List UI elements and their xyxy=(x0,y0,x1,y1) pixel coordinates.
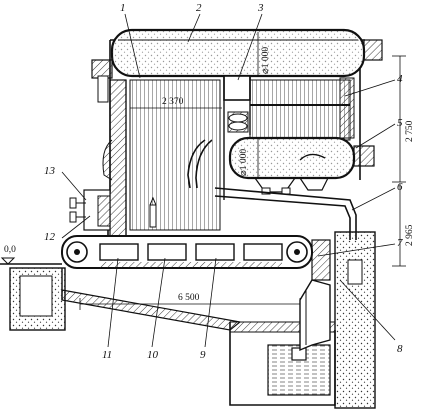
callout-10: 10 xyxy=(147,349,159,361)
rear-foundation xyxy=(334,231,376,409)
callout-8: 8 xyxy=(397,343,403,355)
dim-grate-length: 6 500 xyxy=(178,293,200,303)
furnace-left-wall xyxy=(102,79,127,241)
callout-4: 4 xyxy=(397,73,403,85)
callout-6: 6 xyxy=(397,181,403,193)
dim-height-lower: 2 965 xyxy=(405,224,415,246)
front-ignition-unit xyxy=(69,189,111,231)
callout-9: 9 xyxy=(200,349,206,361)
callout-labels: 1 2 3 4 5 6 7 8 9 10 11 12 13 xyxy=(44,2,403,361)
callout-12: 12 xyxy=(44,231,56,243)
convective-tube-bank xyxy=(249,77,355,141)
callout-1: 1 xyxy=(120,2,126,14)
leader-lines xyxy=(61,13,396,348)
chain-grate xyxy=(61,235,331,281)
ash-hopper xyxy=(61,268,336,406)
dim-furnace-width: 2 370 xyxy=(162,97,184,107)
furnace-tube-bank xyxy=(129,79,221,231)
slag-chute xyxy=(299,279,331,352)
callout-5: 5 xyxy=(397,117,403,129)
left-foundation xyxy=(0,257,66,331)
callout-13: 13 xyxy=(44,165,56,177)
dimension-labels: 2 370 ⌀1 000 ⌀1 000 2 750 2 965 6 500 0,… xyxy=(4,47,415,303)
flue-pipe xyxy=(187,139,357,240)
dim-upper-drum: ⌀1 000 xyxy=(261,47,271,74)
callout-2: 2 xyxy=(196,2,202,14)
callout-3: 3 xyxy=(257,2,264,14)
callout-7: 7 xyxy=(397,237,403,249)
dimension-lines xyxy=(79,32,406,310)
lower-drum xyxy=(228,136,375,195)
level-mark: 0,0 xyxy=(4,245,16,255)
upper-drum xyxy=(91,28,383,103)
dim-height-upper: 2 750 xyxy=(405,120,415,142)
callout-11: 11 xyxy=(102,349,112,361)
dim-lower-drum: ⌀1 000 xyxy=(239,149,249,176)
